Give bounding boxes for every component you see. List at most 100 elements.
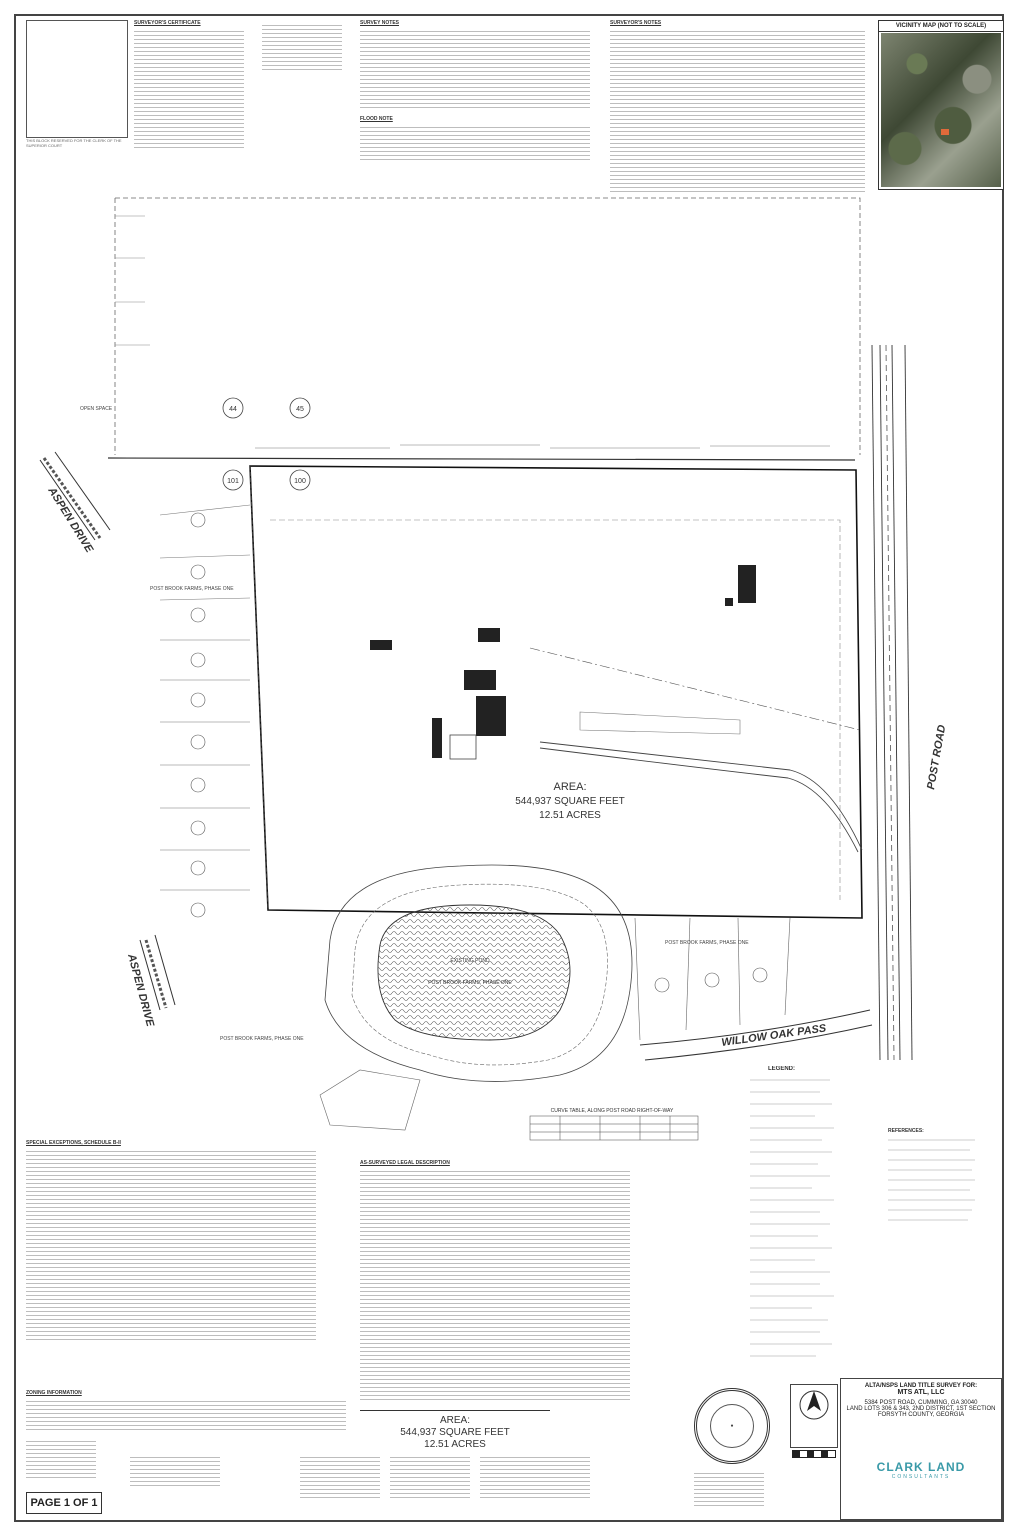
special-exceptions-heading: SPECIAL EXCEPTIONS, SCHEDULE B-II <box>26 1140 121 1146</box>
signature-block-right <box>694 1468 764 1508</box>
site-location-marker <box>941 129 949 135</box>
existing-pond <box>377 904 571 1041</box>
company-logo-sub: CONSULTANTS <box>891 1474 951 1480</box>
southwest-lot <box>319 1069 421 1131</box>
survey-sheet <box>14 14 1004 1522</box>
subdivision-label-west: POST BROOK FARMS, PHASE ONE <box>150 586 234 592</box>
owner-block <box>300 1452 380 1498</box>
west-lot-bubbles <box>190 512 206 918</box>
area-label-main-acres: 12.51 ACRES <box>539 810 601 821</box>
area-label-bottom-heading: AREA: <box>439 1415 470 1426</box>
lot-bubble-100 <box>289 469 311 491</box>
legend-heading: LEGEND: <box>768 1066 795 1072</box>
curve-table-title: CURVE TABLE, ALONG POST ROAD RIGHT-OF-WA… <box>551 1108 674 1114</box>
notary-block <box>130 1452 220 1486</box>
title-line-2: MTS ATL, LLC <box>897 1389 945 1396</box>
vicinity-map: VICINITY MAP (NOT TO SCALE) <box>878 20 1004 190</box>
lot-bubble-101 <box>222 469 244 491</box>
area-label-main: AREA: 544,937 SQUARE FEET 12.51 ACRES <box>515 781 625 821</box>
flood-note-heading: FLOOD NOTE <box>360 116 393 122</box>
references-heading: REFERENCES: <box>888 1128 924 1134</box>
notary-lines <box>130 1454 220 1486</box>
driveway <box>539 741 863 853</box>
survey-notes-block: SURVEY NOTES FLOOD NOTE <box>360 20 590 160</box>
subdivision-label-south: POST BROOK FARMS, PHASE ONE <box>665 940 749 946</box>
curve-table <box>529 1115 699 1141</box>
certification-lines <box>480 1454 590 1498</box>
surveyor-certificate-block: SURVEYOR'S CERTIFICATE <box>134 20 244 150</box>
clerk-reserved-block <box>26 20 128 138</box>
building-setback-line <box>270 519 841 900</box>
willow-oak-pass <box>639 1009 873 1061</box>
aspen-drive-bottom <box>139 934 176 1011</box>
structure-garage <box>449 734 477 760</box>
gravel-drive <box>579 711 741 735</box>
title-line-3: 5384 POST ROAD, CUMMING, GA 30040 <box>864 1400 978 1406</box>
lot-bubble-45-label: 45 <box>296 406 304 413</box>
lot-bubble-45 <box>289 397 311 419</box>
parent-parcel-lines <box>114 197 861 455</box>
title-line-1: ALTA/NSPS LAND TITLE SURVEY FOR: <box>864 1383 978 1389</box>
pond-easement-inner <box>351 883 608 1066</box>
title-line-4: LAND LOTS 306 & 343, 2ND DISTRICT, 1ST S… <box>846 1406 996 1412</box>
signature-block-top <box>262 20 342 70</box>
lot-bubble-100-label: 100 <box>294 478 306 485</box>
lot-bubble-44-label: 44 <box>229 406 237 413</box>
structure-shed-2 <box>478 628 500 642</box>
lot-bubbles: 44 45 101 100 <box>222 397 311 491</box>
vicinity-map-image <box>881 33 1001 187</box>
south-lot-bubbles <box>654 967 768 993</box>
subdivision-label-southwest: POST BROOK FARMS, PHASE ONE <box>220 1036 304 1042</box>
signature-right-lines <box>694 1470 764 1508</box>
north-arrow <box>790 1384 838 1448</box>
lot-bubble-44 <box>222 397 244 419</box>
lot-line-ticks <box>115 215 150 346</box>
aspen-drive-top <box>39 451 111 541</box>
special-exceptions-text <box>26 1148 316 1340</box>
references-lines <box>888 1139 975 1221</box>
surveyors-notes-text <box>610 28 865 195</box>
zoning-heading: ZONING INFORMATION <box>26 1390 82 1396</box>
structure-house-b <box>476 696 506 736</box>
lot-bubble-101-label: 101 <box>227 478 239 485</box>
company-logo-name: CLARK LAND <box>876 1460 966 1474</box>
pond-subdivision-label: POST BROOK FARMS, PHASE ONE <box>428 980 512 986</box>
title-line-5: FORSYTH COUNTY, GEORGIA <box>877 1412 965 1418</box>
flood-note-text <box>360 124 590 160</box>
surveyor-seal-inner: ● <box>710 1404 754 1448</box>
south-lot-lines <box>634 917 791 1041</box>
signature-lines <box>262 22 342 70</box>
west-lot-lines <box>159 504 251 891</box>
survey-notes-text <box>360 28 590 110</box>
lender-lines <box>390 1454 470 1498</box>
area-label-main-sqft: 544,937 SQUARE FEET <box>515 796 625 807</box>
page-number: PAGE 1 OF 1 <box>26 1492 102 1514</box>
survey-notes-heading: SURVEY NOTES <box>360 20 399 26</box>
owner-lines <box>300 1454 380 1498</box>
pond-easement-outer <box>324 864 633 1082</box>
clerk-reserved-note: THIS BLOCK RESERVED FOR THE CLERK OF THE… <box>26 138 122 148</box>
willow-oak-pass-label: WILLOW OAK PASS <box>721 1022 828 1049</box>
signature-block-left <box>26 1436 96 1480</box>
surveyor-certificate-text <box>134 28 244 150</box>
zoning-block: ZONING INFORMATION <box>26 1390 346 1430</box>
area-label-bottom-sqft: 544,937 SQUARE FEET <box>400 1427 510 1438</box>
legal-description-text <box>360 1168 630 1400</box>
signature-left-lines <box>26 1438 96 1480</box>
surveyor-seal: ● <box>694 1388 770 1464</box>
structure-deck <box>432 718 442 758</box>
structure-house-a <box>464 670 496 690</box>
area-label-main-heading: AREA: <box>553 781 586 793</box>
aspen-drive-bottom-label: ASPEN DRIVE <box>125 952 156 1029</box>
surveyor-certificate-heading: SURVEYOR'S CERTIFICATE <box>134 20 201 26</box>
zoning-text <box>26 1398 346 1430</box>
structure-small <box>725 598 733 606</box>
area-label-bottom-acres: 12.51 ACRES <box>424 1439 486 1450</box>
company-logo: CLARK LAND CONSULTANTS <box>856 1460 986 1480</box>
post-road-label: POST ROAD <box>925 724 948 791</box>
title-block: ALTA/NSPS LAND TITLE SURVEY FOR: MTS ATL… <box>840 1378 1002 1520</box>
existing-pond-label: EXISTING POND <box>450 958 490 964</box>
legal-description-heading: AS-SURVEYED LEGAL DESCRIPTION <box>360 1160 450 1166</box>
vicinity-map-title: VICINITY MAP (NOT TO SCALE) <box>879 21 1003 32</box>
